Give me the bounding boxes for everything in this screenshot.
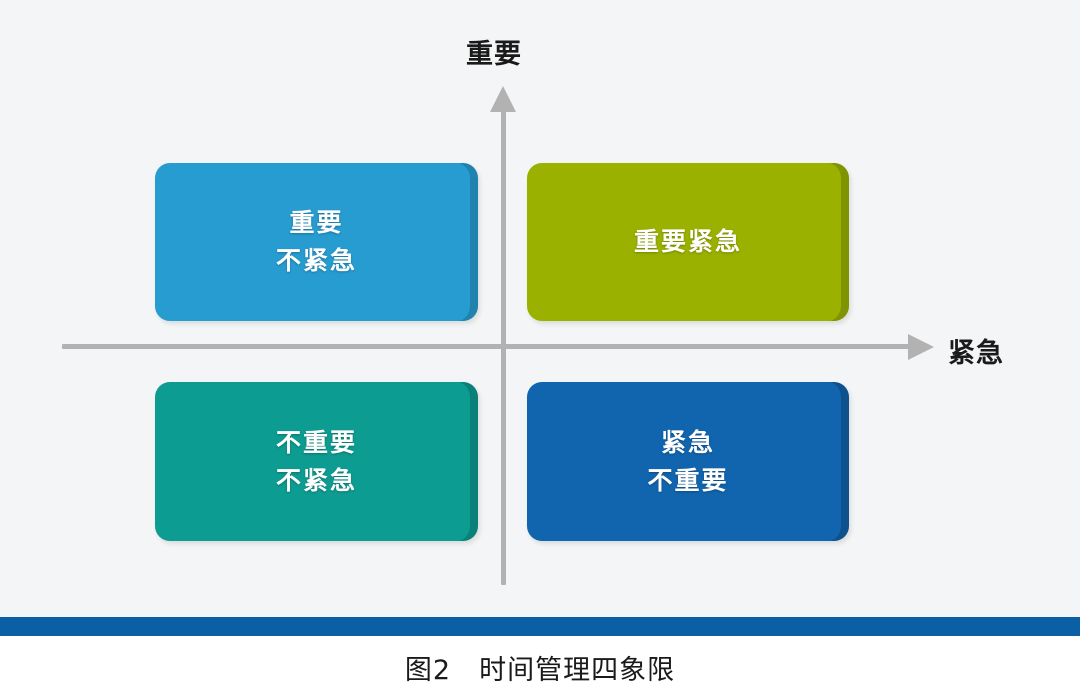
quadrant-label-line2: 不紧急 (275, 246, 357, 275)
figure-caption: 图2 时间管理四象限 (404, 655, 676, 686)
quadrant-urgent-not-important[interactable]: 紧急 不重要 (527, 382, 849, 541)
quadrant-important-not-urgent[interactable]: 重要 不紧急 (155, 163, 478, 321)
quadrant-label-line1: 紧急 (660, 427, 715, 457)
quadrant-label-line1: 不重要 (275, 427, 357, 457)
vertical-axis-line (501, 110, 506, 585)
bottom-divider-bar (0, 617, 1080, 636)
quadrant-label-line2: 不紧急 (275, 465, 357, 495)
arrow-up-icon (490, 86, 516, 112)
quadrant-label-line1: 重要紧急 (633, 227, 742, 256)
figure-caption-area: 图2 时间管理四象限 (0, 636, 1080, 699)
quadrant-not-important-not-urgent[interactable]: 不重要 不紧急 (155, 382, 478, 541)
arrow-right-icon (908, 334, 934, 360)
horizontal-axis-line (62, 344, 917, 349)
quadrant-label-line1: 重要 (289, 208, 344, 237)
quadrant-label-line2: 不重要 (647, 465, 729, 495)
diagram-canvas: 重要 紧急 重要 不紧急 重要紧急 不重要 不紧急 紧急 不重要 (0, 0, 1080, 617)
vertical-axis-label: 重要 (466, 39, 522, 70)
horizontal-axis-label: 紧急 (948, 338, 1004, 369)
quadrant-important-urgent[interactable]: 重要紧急 (527, 163, 849, 321)
